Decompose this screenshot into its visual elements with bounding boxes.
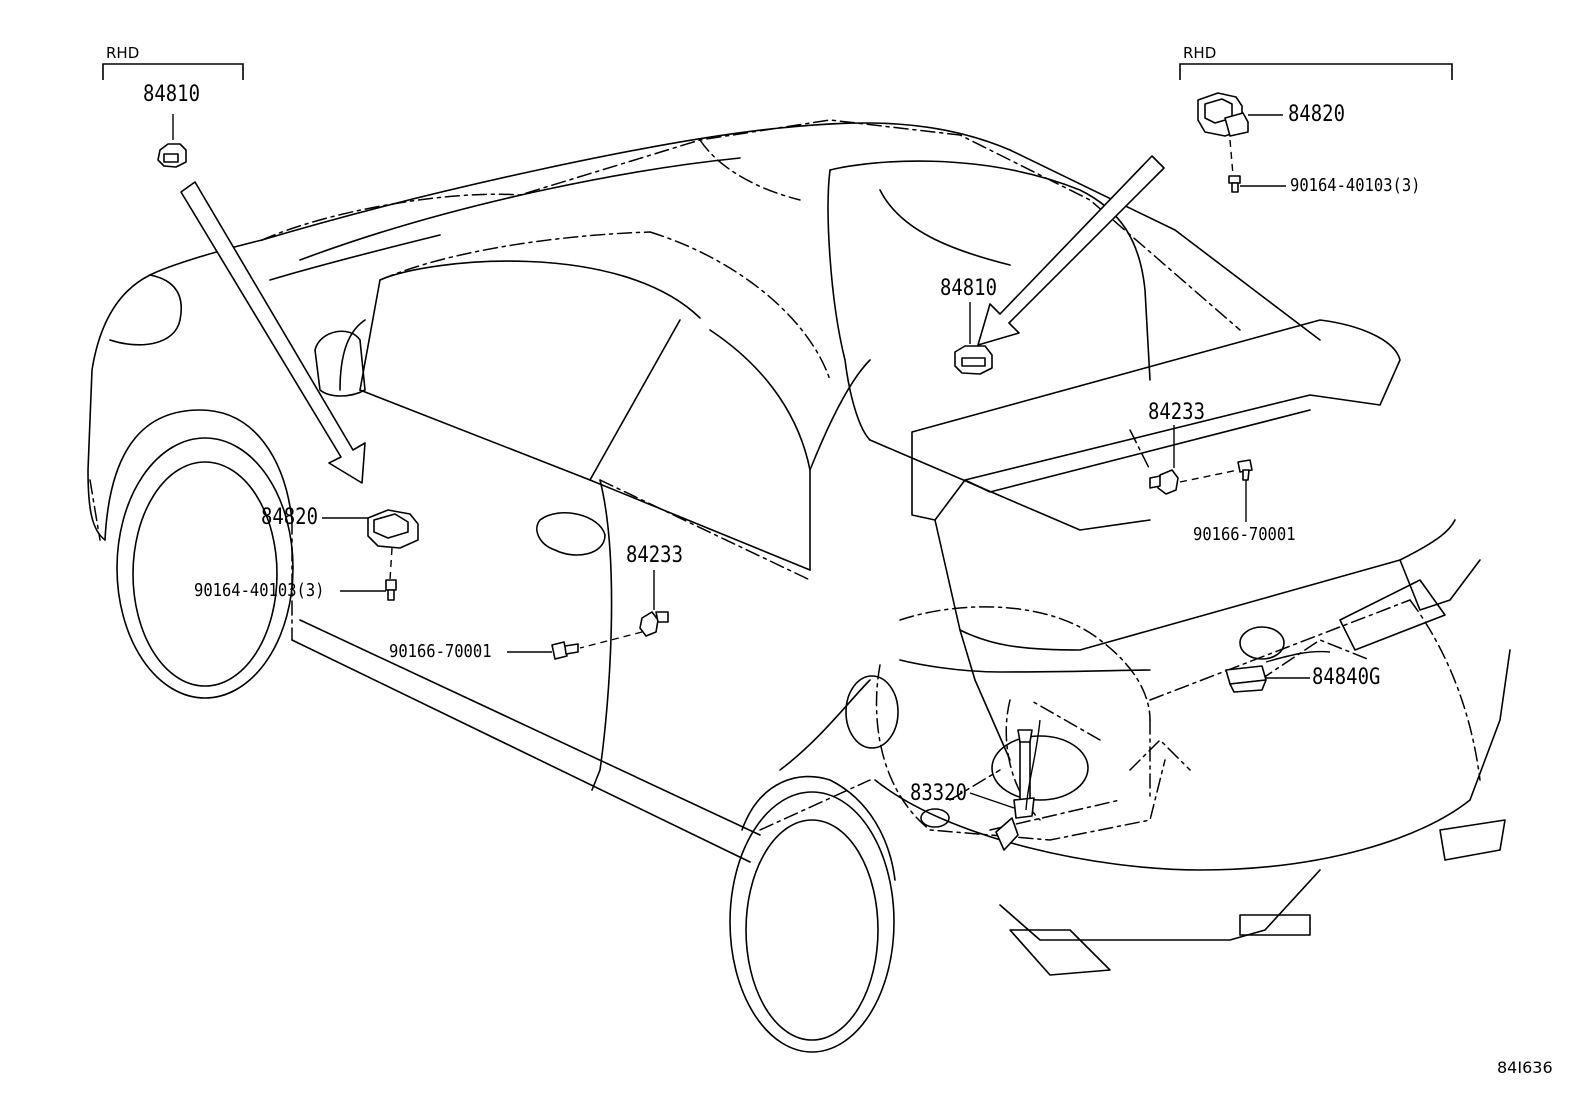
part-number-90166-hatch: 90166-70001 bbox=[1193, 524, 1296, 545]
part-number-84820-door: 84820 bbox=[261, 505, 318, 530]
power-window-switch-part bbox=[322, 509, 419, 581]
part-number-90164-inset: 90164-40103(3) bbox=[1290, 175, 1421, 196]
pointer-arrow-left bbox=[180, 181, 366, 484]
back-door-screw-part bbox=[1237, 459, 1253, 522]
rhd-bracket-right bbox=[1179, 63, 1453, 80]
part-number-90164-door: 90164-40103(3) bbox=[194, 580, 325, 601]
rhd-bracket-left bbox=[102, 63, 244, 80]
part-number-84233-hatch: 84233 bbox=[1148, 400, 1205, 425]
car-body-outline bbox=[87, 122, 1511, 1053]
pointer-arrow-right bbox=[977, 155, 1165, 346]
drawing-code: 84I636 bbox=[1497, 1058, 1553, 1077]
screw-inset-part bbox=[1228, 175, 1286, 193]
door-courtesy-switch-part bbox=[954, 302, 993, 375]
door-courtesy-switch-front-part bbox=[579, 570, 669, 649]
part-number-84820-inset: 84820 bbox=[1288, 102, 1345, 127]
window-switch-inset-part bbox=[1197, 92, 1283, 176]
rhd-label-left: RHD bbox=[106, 44, 140, 62]
power-window-switch-screw-part bbox=[340, 579, 397, 601]
hidden-outlines bbox=[89, 119, 1481, 841]
fuel-sender-part bbox=[969, 719, 1041, 851]
part-number-83320: 83320 bbox=[910, 781, 967, 806]
back-door-courtesy-switch-part bbox=[1149, 425, 1239, 495]
part-number-84840g: 84840G bbox=[1312, 665, 1381, 690]
door-screw-part bbox=[507, 641, 579, 660]
part-number-84810-inset: 84810 bbox=[143, 82, 200, 107]
door-courtesy-switch-inset-part bbox=[157, 114, 187, 168]
back-door-opener-switch-part bbox=[1225, 650, 1331, 693]
part-number-84810-main: 84810 bbox=[940, 276, 997, 301]
part-number-84233-door: 84233 bbox=[626, 543, 683, 568]
rhd-label-right: RHD bbox=[1183, 44, 1217, 62]
part-number-90166-door: 90166-70001 bbox=[389, 641, 492, 662]
